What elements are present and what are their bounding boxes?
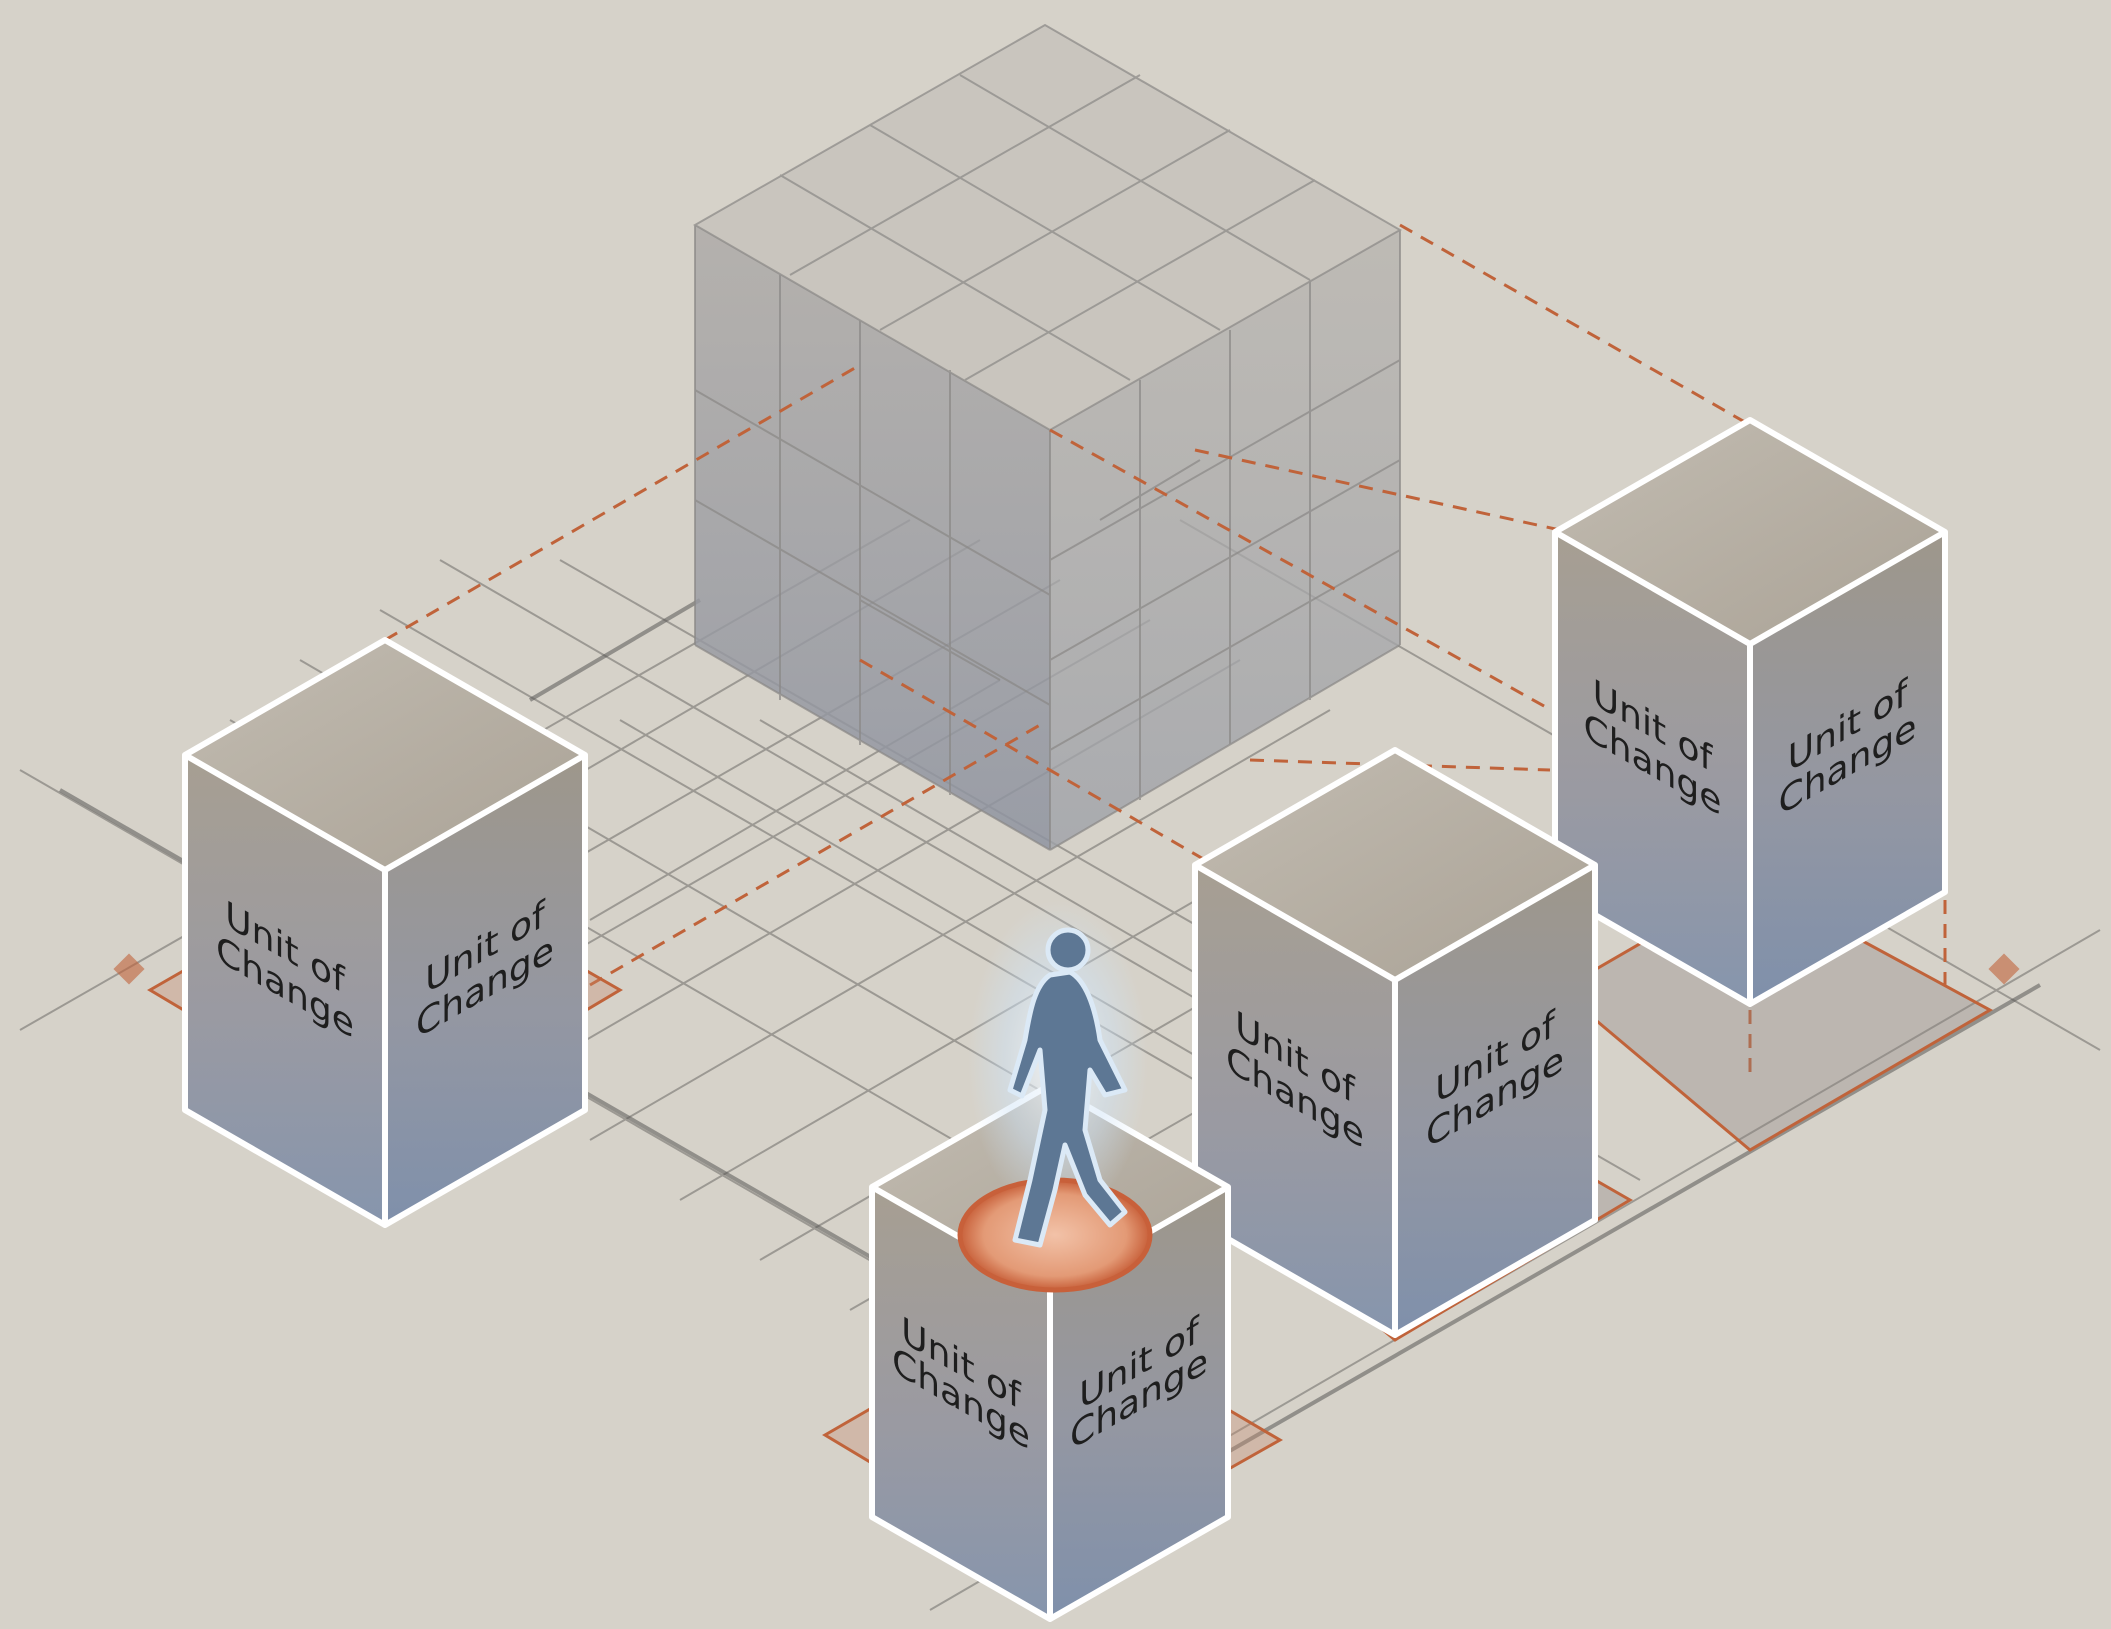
walking-person-icon	[960, 900, 1150, 1290]
monolith-block-icon	[695, 25, 1400, 850]
